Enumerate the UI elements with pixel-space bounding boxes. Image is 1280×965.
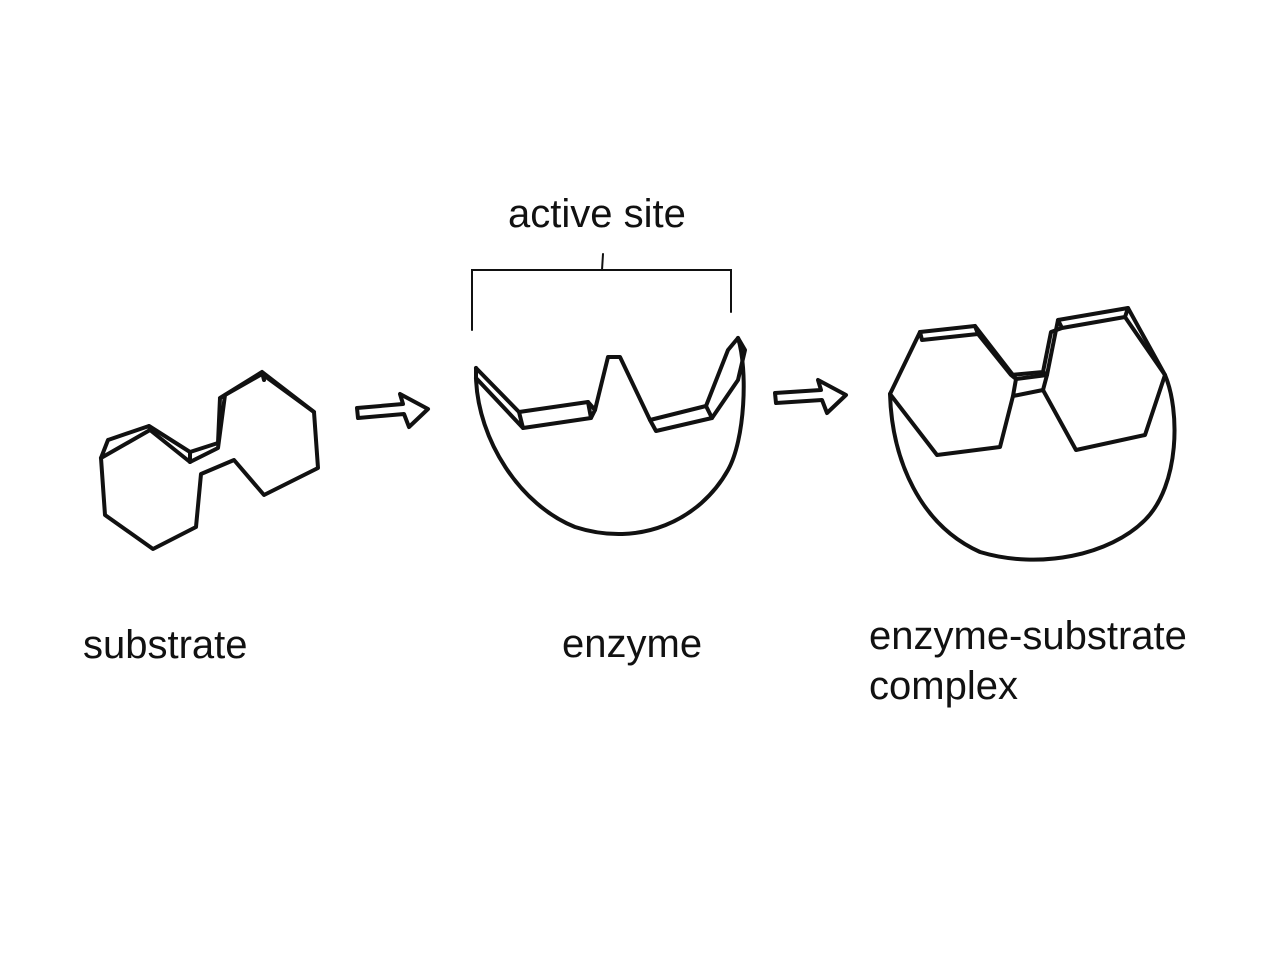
complex-label-line2: complex xyxy=(869,664,1018,708)
complex-label-line1: enzyme-substrate xyxy=(869,614,1187,658)
enzyme-active-site-top xyxy=(474,336,740,422)
substrate-left-hexagon xyxy=(99,372,320,551)
active-site-bracket xyxy=(471,253,732,331)
complex-substrate-left xyxy=(888,306,1167,457)
arrow-2 xyxy=(773,378,848,415)
enzyme-shape xyxy=(474,336,747,537)
substrate-right-ridge xyxy=(216,370,316,445)
complex-shape xyxy=(888,306,1177,562)
arrow-1 xyxy=(355,392,430,429)
substrate-shape xyxy=(99,370,320,551)
enzyme-body xyxy=(474,336,746,537)
complex-enzyme-body xyxy=(888,373,1177,562)
substrate-left-ridge xyxy=(99,424,220,464)
substrate-label: substrate xyxy=(83,623,248,667)
enzyme-active-site-bottom xyxy=(474,336,747,433)
enzyme-label: enzyme xyxy=(562,622,703,666)
active-site-label: active site xyxy=(508,192,686,236)
complex-ridges xyxy=(918,306,1167,398)
